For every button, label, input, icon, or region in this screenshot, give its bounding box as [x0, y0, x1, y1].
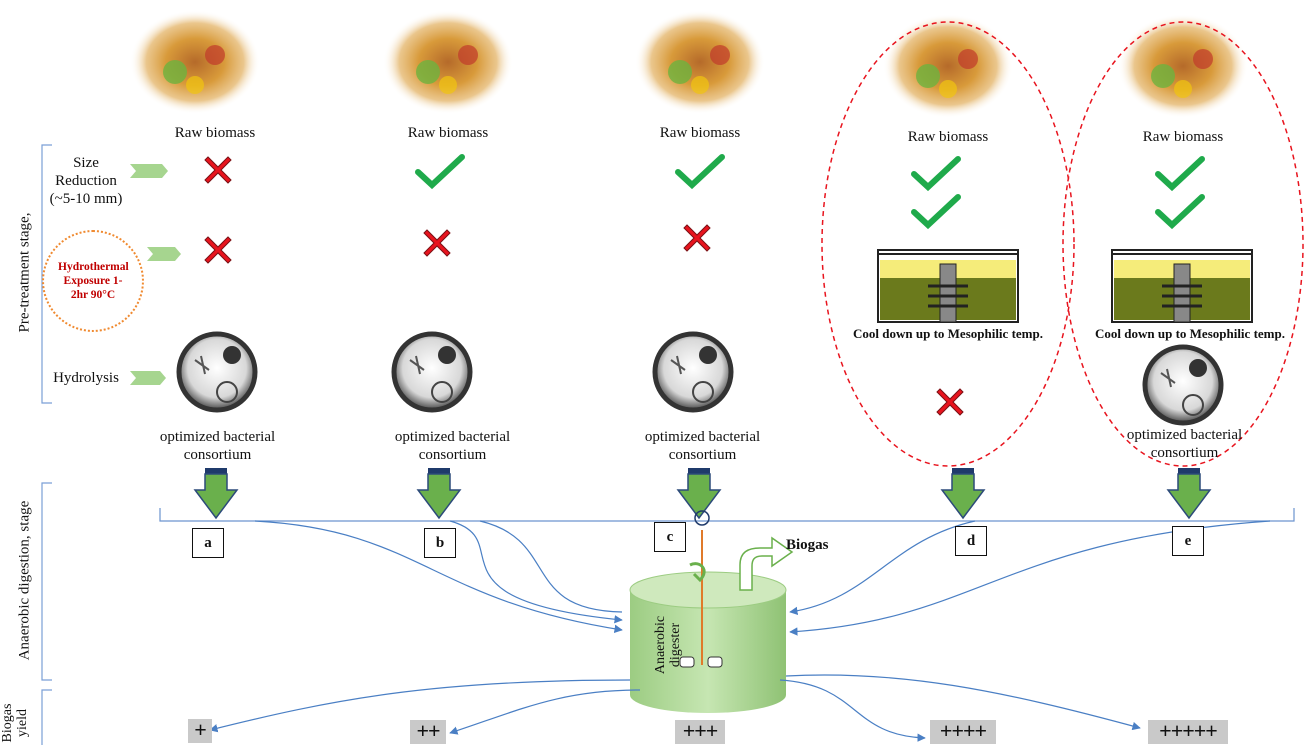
yield-stage-label: Biogas yield [0, 703, 30, 743]
microbe-icon [391, 331, 473, 413]
check-icon [415, 154, 465, 190]
microbe-icon [176, 331, 258, 413]
raw-biomass-label-a: Raw biomass [174, 125, 256, 141]
biogas-arrow [739, 536, 794, 591]
hydrothermal-text: Hydrothermal Exposure 1-2hr 90°C [58, 261, 129, 301]
cross-icon [423, 229, 451, 257]
hydrolysis-chevron [130, 371, 166, 385]
dashed-highlight-e [1062, 21, 1304, 467]
case-box-c: c [654, 522, 686, 552]
check-icon [1155, 156, 1205, 192]
flow-curves [254, 520, 1271, 636]
down-arrow [416, 468, 462, 520]
yield-c: +++ [675, 720, 725, 744]
check-icon [911, 194, 961, 230]
check-icon [675, 154, 725, 190]
food-image-b [383, 10, 513, 114]
check-icon [911, 156, 961, 192]
cross-icon [204, 236, 232, 264]
down-arrow [193, 468, 239, 520]
raw-biomass-label-b: Raw biomass [407, 125, 489, 141]
yield-bracket [41, 689, 52, 745]
size-chevron [130, 164, 168, 178]
raw-biomass-label-e: Raw biomass [1142, 129, 1224, 145]
feed-line [159, 508, 1295, 522]
cross-icon [204, 156, 232, 184]
down-arrow [676, 468, 722, 520]
hydrolysis-label: Hydrolysis [53, 370, 119, 386]
raw-biomass-label-c: Raw biomass [659, 125, 741, 141]
food-image-a [130, 10, 260, 114]
size-reduction-label: Size Reduction (~5-10 mm) [49, 155, 123, 207]
down-arrow [940, 468, 986, 520]
digester-label: Anaerobic digester [653, 615, 683, 675]
yield-a: + [188, 719, 212, 743]
dashed-highlight-d [821, 21, 1075, 467]
pretreatment-stage-label: Pre-treatment stage, [16, 212, 33, 333]
hydro-chevron [147, 247, 181, 261]
case-box-a: a [192, 528, 224, 558]
down-arrow [1166, 468, 1212, 520]
cross-icon [683, 224, 711, 252]
yield-b: ++ [410, 720, 446, 744]
consortium-label-c: optimized bacterial consortium [644, 429, 761, 463]
food-image-e [1118, 14, 1248, 118]
cool-down-label-d: Cool down up to Mesophilic temp. [853, 326, 1043, 341]
yield-d: ++++ [930, 720, 996, 744]
check-icon [1155, 194, 1205, 230]
raw-biomass-label-d: Raw biomass [907, 129, 989, 145]
yield-e: +++++ [1148, 720, 1228, 744]
food-image-d [883, 14, 1013, 118]
case-box-b: b [424, 528, 456, 558]
consortium-label-a: optimized bacterial consortium [159, 429, 276, 463]
case-box-d: d [955, 526, 987, 556]
consortium-label-e: optimized bacterial consortium [1126, 427, 1243, 461]
reactor-icon [1111, 249, 1253, 323]
microbe-icon [1142, 344, 1224, 426]
anaerobic-digester [629, 510, 787, 713]
digestion-stage-label: Anaerobic digestion, stage [16, 500, 33, 661]
yield-curves [209, 674, 1141, 742]
cool-down-label-e: Cool down up to Mesophilic temp. [1095, 326, 1285, 341]
consortium-label-b: optimized bacterial consortium [394, 429, 511, 463]
biogas-label: Biogas [786, 537, 829, 553]
cross-icon [936, 388, 964, 416]
microbe-icon [652, 331, 734, 413]
case-box-e: e [1172, 526, 1204, 556]
food-image-c [635, 10, 765, 114]
hydrothermal-label: Hydrothermal Exposure 1-2hr 90°C [42, 230, 144, 332]
digestion-bracket [41, 482, 52, 681]
reactor-icon [877, 249, 1019, 323]
